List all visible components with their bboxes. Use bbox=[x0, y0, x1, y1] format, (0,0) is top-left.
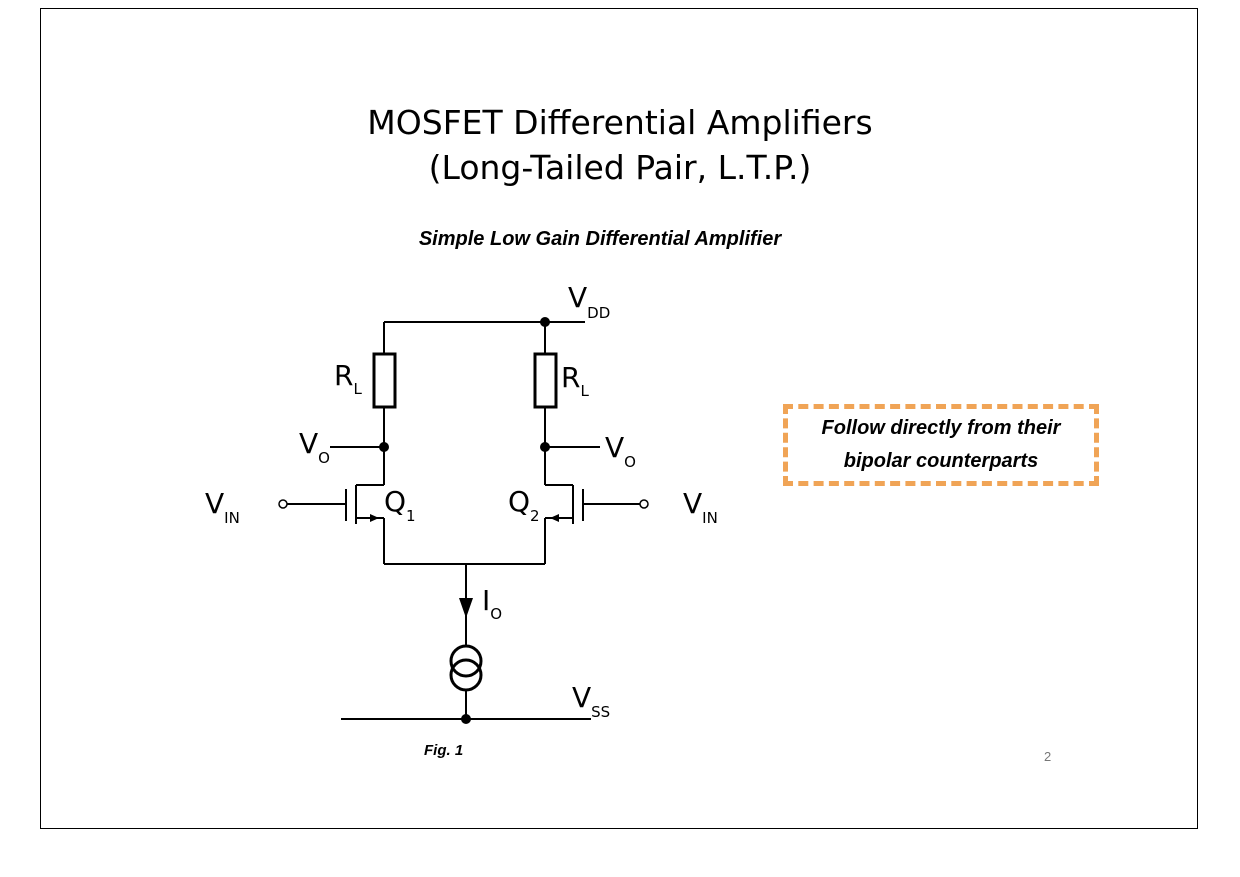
q2-source-arrow bbox=[550, 514, 559, 522]
vin-left-terminal bbox=[278, 499, 288, 509]
rl-left-label: RL bbox=[334, 359, 362, 398]
figure-caption: Fig. 1 bbox=[424, 742, 464, 759]
slide-frame bbox=[40, 8, 1198, 829]
q1-source-arrow bbox=[370, 514, 379, 522]
note-callout-box: Follow directly from their bipolar count… bbox=[783, 404, 1099, 486]
right-vo-node-dot bbox=[540, 442, 550, 452]
left-vo-node-dot bbox=[379, 442, 389, 452]
title-line-1: MOSFET Differential Amplifiers bbox=[367, 103, 873, 142]
vdd-label: VDD bbox=[568, 281, 610, 322]
vss-label: VSS bbox=[572, 681, 610, 721]
slide-subtitle: Simple Low Gain Differential Amplifier bbox=[418, 228, 782, 250]
vss-node-dot bbox=[461, 714, 471, 724]
vin-left-label: VIN bbox=[205, 487, 240, 527]
vo-left-label: VO bbox=[299, 427, 330, 467]
io-arrow-head bbox=[459, 598, 473, 618]
io-label: IO bbox=[482, 584, 502, 623]
right-load-resistor bbox=[533, 352, 558, 409]
left-load-resistor bbox=[372, 352, 397, 409]
vdd-node-dot bbox=[540, 317, 550, 327]
vo-right-label: VO bbox=[605, 431, 636, 471]
q1-label: Q1 bbox=[384, 485, 416, 525]
note-line-2: bipolar counterparts bbox=[843, 450, 1039, 472]
current-source-circle-top bbox=[449, 644, 483, 678]
q2-label: Q2 bbox=[508, 485, 540, 525]
page-number: 2 bbox=[1044, 749, 1052, 764]
slide-title: MOSFET Differential Amplifiers (Long-Tai… bbox=[0, 100, 1240, 190]
vin-right-terminal bbox=[639, 499, 649, 509]
vin-right-label: VIN bbox=[683, 487, 718, 527]
note-line-1: Follow directly from their bbox=[821, 417, 1061, 439]
title-line-2: (Long-Tailed Pair, L.T.P.) bbox=[428, 148, 812, 187]
rl-right-label: RL bbox=[561, 361, 589, 400]
